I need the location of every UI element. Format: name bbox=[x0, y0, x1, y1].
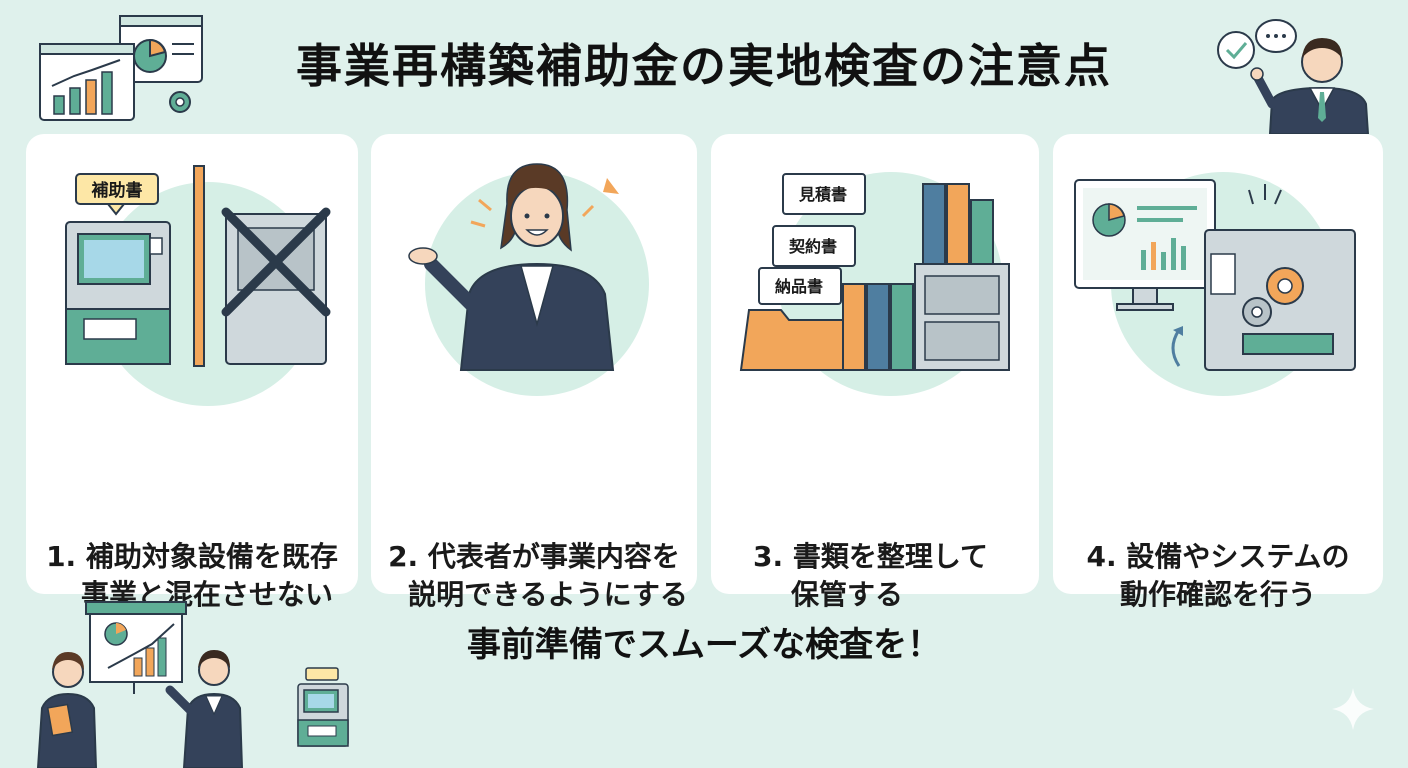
businesswoman-illustration bbox=[408, 163, 649, 396]
card-4-title-line2: 動作確認を行う bbox=[1119, 578, 1316, 611]
page-title: 事業再構築補助金の実地検査の注意点 bbox=[296, 39, 1112, 93]
delivery-doc-label: 納品書 bbox=[775, 277, 823, 296]
presenter-man-illustration bbox=[1217, 19, 1370, 134]
subsidy-sign: 補助書 bbox=[91, 180, 143, 201]
card-operation-check: 4. 設備やシステムの 動作確認を行う bbox=[1053, 134, 1383, 611]
equipment-system-illustration bbox=[1074, 172, 1356, 396]
card-3-title-line2: 保管する bbox=[791, 578, 904, 611]
small-machine-illustration bbox=[297, 667, 349, 747]
dashboard-illustration bbox=[39, 15, 203, 121]
card-2-title-line1: 2. 代表者が事業内容を bbox=[388, 540, 680, 573]
sparkle-icon bbox=[1332, 688, 1374, 730]
footer-message: 事前準備でスムーズな検査を！ bbox=[466, 625, 942, 665]
card-organize-documents: 見積書 契約書 納品書 3. 書類を整理して 保管する bbox=[711, 134, 1039, 611]
documents-illustration: 見積書 契約書 納品書 bbox=[739, 172, 1010, 396]
presentation-team-illustration bbox=[36, 601, 244, 768]
estimate-doc-label: 見積書 bbox=[798, 185, 847, 204]
card-3-title-line1: 3. 書類を整理して bbox=[753, 540, 989, 573]
card-representative-explains: 2. 代表者が事業内容を 説明できるようにする bbox=[371, 134, 697, 611]
card-1-title-line1: 1. 補助対象設備を既存 bbox=[46, 540, 338, 573]
card-separate-equipment: 補助書 1. 補助対象設備を既存 事業と混在させない bbox=[26, 134, 358, 611]
contract-doc-label: 契約書 bbox=[788, 237, 837, 256]
card-2-title-line2: 説明できるようにする bbox=[408, 578, 688, 611]
equipment-separation-illustration: 補助書 bbox=[65, 165, 331, 406]
card-4-title-line1: 4. 設備やシステムの bbox=[1086, 540, 1350, 573]
